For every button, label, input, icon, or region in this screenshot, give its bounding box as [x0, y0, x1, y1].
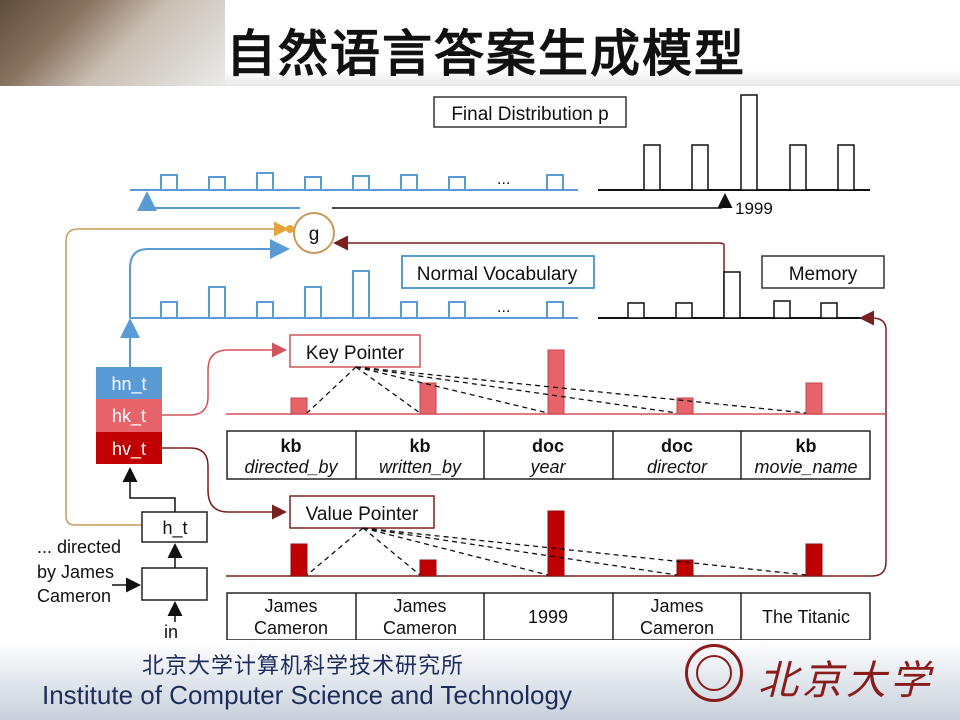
- normal-vocabulary-box: [401, 255, 595, 289]
- key-pointer: Key Pointer: [226, 334, 886, 415]
- input-text-line2: by James: [37, 562, 114, 582]
- ht-label: h_t: [162, 518, 187, 539]
- encoder-box: [141, 567, 208, 601]
- final-vocab-bars: [160, 172, 564, 191]
- institute-name-en: Institute of Computer Science and Techno…: [42, 680, 572, 710]
- value-cell-line1: James: [393, 596, 446, 616]
- hk-label: hk_t: [112, 406, 146, 427]
- pointers-to-memory-arrow: [859, 310, 887, 577]
- page-title: 自然语言答案生成模型: [226, 25, 746, 83]
- key-cell-type: kb: [280, 436, 301, 456]
- final-ellipsis: ...: [497, 171, 510, 188]
- final-distribution-box: [433, 96, 627, 128]
- normal-vocabulary: Normal Vocabulary ...: [130, 255, 595, 319]
- gate-circle: [293, 212, 335, 254]
- hn-block: [96, 367, 162, 399]
- value-cell-line1: James: [264, 596, 317, 616]
- ht-to-hidden-arrow: [122, 467, 176, 512]
- ht-to-gate-arrow: [65, 221, 289, 526]
- memory-distribution: Memory: [598, 255, 885, 319]
- vocab-ellipsis: ...: [497, 299, 510, 316]
- memory-bars: [627, 271, 838, 319]
- value-cell-line2: Cameron: [383, 618, 457, 638]
- hk-to-key-pointer-arrow: [162, 342, 287, 416]
- hv-block: [96, 432, 162, 464]
- key-attention-lines: [306, 366, 807, 414]
- final-distribution-label: Final Distribution p: [451, 104, 608, 125]
- vocab-bars: [160, 270, 564, 319]
- gate-input-dot: [286, 225, 294, 233]
- value-pointer-label: Value Pointer: [306, 504, 419, 525]
- value-cell-line2: Cameron: [254, 618, 328, 638]
- footer-banner: [0, 640, 960, 720]
- memory-label: Memory: [789, 264, 858, 285]
- hidden-states: hn_t hk_t hv_t: [96, 367, 162, 464]
- key-cell-type: kb: [795, 436, 816, 456]
- memory-to-gate-arrow: [333, 235, 725, 318]
- key-bars: [290, 349, 823, 415]
- vocab-to-final-arrow: [137, 191, 300, 211]
- gate-to-final-arrow: [332, 193, 733, 209]
- input-text-line3: Cameron: [37, 586, 111, 606]
- key-cell-type: doc: [532, 436, 564, 456]
- final-bars: [643, 94, 855, 191]
- key-cell-name: director: [647, 457, 708, 477]
- hk-block: [96, 399, 162, 432]
- header-banner: 自然语言答案生成模型: [0, 0, 960, 86]
- value-cell-line1: 1999: [528, 607, 568, 627]
- hv-label: hv_t: [112, 439, 146, 460]
- key-pointer-label: Key Pointer: [306, 343, 405, 364]
- final-distribution: Final Distribution p ... 1999: [130, 94, 870, 218]
- input-text-line1: ... directed: [37, 537, 121, 557]
- in-label: in: [164, 622, 178, 642]
- institute-name-cn: 北京大学计算机科学技术研究所: [142, 654, 465, 679]
- key-cell-name: written_by: [379, 457, 462, 477]
- hn-label: hn_t: [111, 374, 146, 395]
- key-cell-name: directed_by: [244, 457, 338, 477]
- gate-label: g: [309, 224, 320, 245]
- value-cell-line2: Cameron: [640, 618, 714, 638]
- key-cell-type: doc: [661, 436, 693, 456]
- normal-vocabulary-label: Normal Vocabulary: [417, 264, 578, 285]
- hv-to-value-pointer-arrow: [162, 447, 287, 520]
- memory-box: [761, 255, 885, 289]
- value-attention-lines: [306, 527, 807, 576]
- key-cell-type: kb: [409, 436, 430, 456]
- value-cell-line1: James: [650, 596, 703, 616]
- key-cell-name: movie_name: [754, 457, 857, 477]
- value-table: James Cameron James Cameron 1999 James C…: [226, 592, 871, 641]
- gate-node: g: [286, 212, 335, 254]
- key-pointer-box: [289, 334, 421, 368]
- university-seal-icon: [685, 644, 743, 702]
- value-bars: [290, 510, 823, 577]
- year-1999-label: 1999: [735, 199, 773, 218]
- value-pointer-box: [289, 495, 435, 529]
- key-table: kb directed_by kb written_by doc year do…: [226, 430, 871, 480]
- hn-to-gate-arrow: [129, 239, 290, 318]
- university-name: 北京大学: [758, 658, 934, 704]
- header-photo: [0, 0, 225, 86]
- key-cell-name: year: [528, 457, 566, 477]
- ht-box: [141, 511, 208, 543]
- value-pointer: Value Pointer: [226, 495, 872, 577]
- value-cell-line1: The Titanic: [762, 607, 850, 627]
